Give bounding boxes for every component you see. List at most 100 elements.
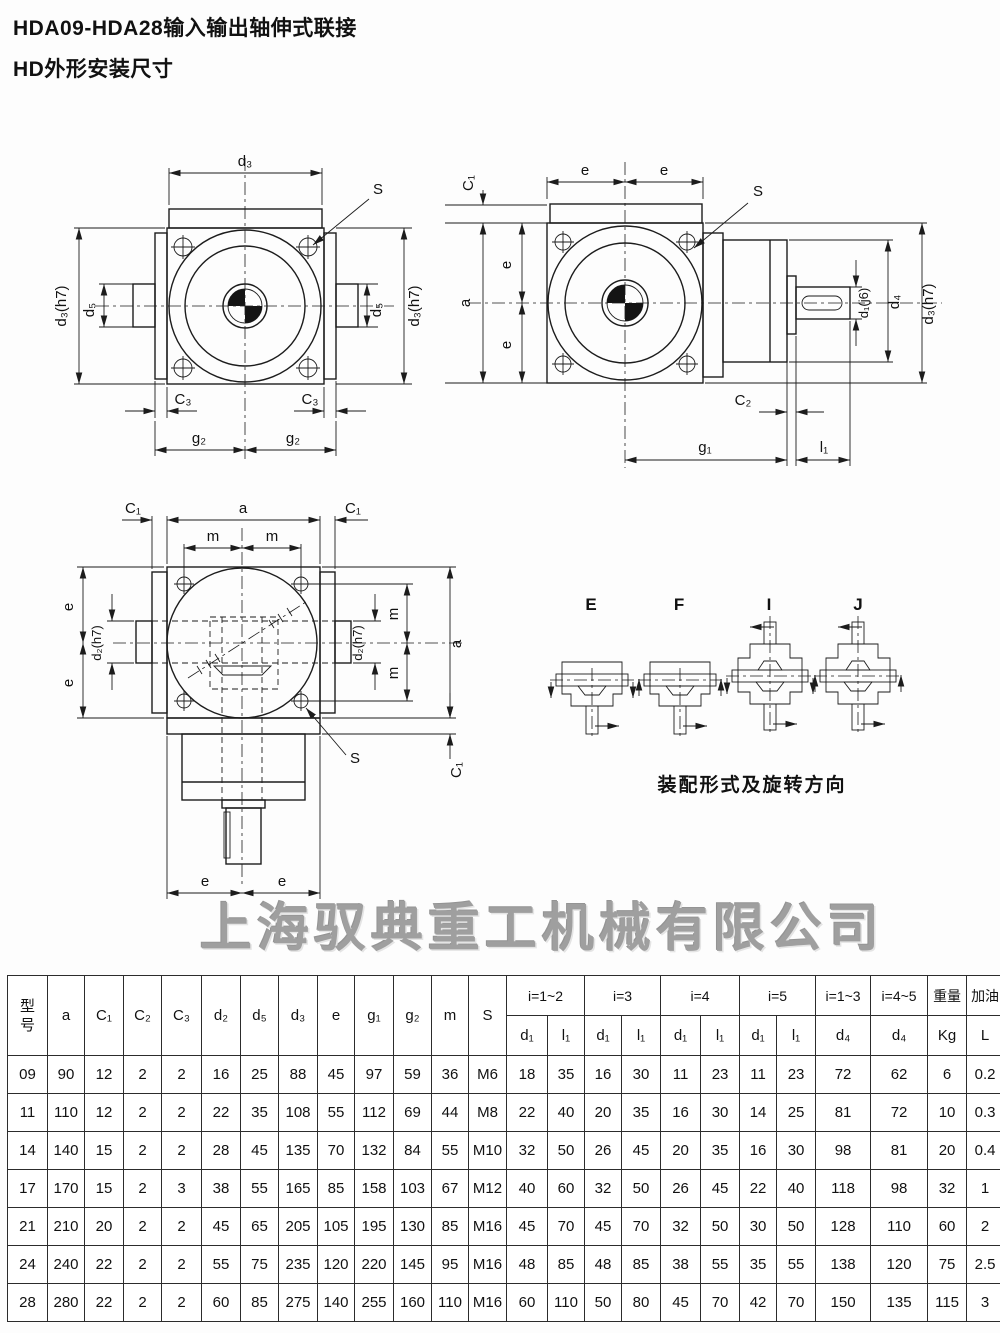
value-cell: 59 bbox=[393, 1055, 432, 1094]
value-cell: 138 bbox=[815, 1245, 872, 1284]
value-cell: 2 bbox=[161, 1131, 202, 1170]
bolt-hole-icon bbox=[552, 231, 698, 375]
value-cell: 16 bbox=[584, 1055, 623, 1094]
value-cell: 112 bbox=[354, 1093, 394, 1132]
value-cell: 48 bbox=[506, 1245, 548, 1284]
value-cell: 88 bbox=[278, 1055, 318, 1094]
value-cell: 50 bbox=[546, 1131, 586, 1170]
value-cell: 20 bbox=[927, 1131, 968, 1170]
sub-header-l1: l₁ bbox=[776, 1015, 817, 1056]
value-cell: 130 bbox=[393, 1207, 432, 1246]
value-cell: 11 bbox=[660, 1055, 702, 1094]
value-cell: 60 bbox=[506, 1283, 548, 1322]
value-cell: 48 bbox=[584, 1245, 623, 1284]
value-cell: 85 bbox=[431, 1207, 469, 1246]
dim-label-c1: C₁ bbox=[345, 500, 361, 517]
sub-header-d1: d₁ bbox=[506, 1015, 548, 1056]
value-cell: 26 bbox=[660, 1169, 702, 1208]
value-cell: 40 bbox=[546, 1093, 586, 1132]
value-cell: 25 bbox=[240, 1055, 279, 1094]
value-cell: 38 bbox=[201, 1169, 241, 1208]
value-cell: 3 bbox=[161, 1169, 202, 1208]
sub-header-kg: Kg bbox=[927, 1015, 968, 1056]
bolt-hole-icon bbox=[174, 574, 311, 711]
dim-label-m: m bbox=[266, 528, 279, 545]
value-cell: 135 bbox=[870, 1283, 929, 1322]
dim-label-l1: l₁ bbox=[820, 439, 828, 456]
value-cell: 2 bbox=[123, 1245, 162, 1284]
dim-label-a: a bbox=[448, 639, 465, 648]
col-header-d3: d₃ bbox=[278, 975, 318, 1056]
dim-label-e: e bbox=[581, 162, 589, 179]
assembly-variant-j: J bbox=[811, 595, 905, 736]
variant-letter: I bbox=[767, 595, 772, 614]
dim-label-d1j6: d₁(j6) bbox=[856, 288, 871, 318]
value-cell: 50 bbox=[621, 1169, 662, 1208]
value-cell: 36 bbox=[431, 1055, 469, 1094]
col-header-g2: g₂ bbox=[393, 975, 432, 1056]
col-header-d2: d₂ bbox=[201, 975, 241, 1056]
value-cell: 280 bbox=[47, 1283, 85, 1322]
value-cell: 90 bbox=[47, 1055, 85, 1094]
dim-label-c3: C₃ bbox=[302, 391, 319, 408]
value-cell: 140 bbox=[47, 1131, 85, 1170]
value-cell: 0.4 bbox=[966, 1131, 1000, 1170]
group-header-i5: i=5 bbox=[739, 975, 817, 1016]
value-cell: 195 bbox=[354, 1207, 394, 1246]
dim-label-c1: C₁ bbox=[125, 500, 141, 517]
dim-label-g2: g₂ bbox=[192, 430, 206, 447]
model-cell: 09 bbox=[7, 1055, 48, 1094]
dim-label-a: a bbox=[457, 298, 474, 307]
value-cell: 55 bbox=[700, 1245, 741, 1284]
value-cell: 32 bbox=[584, 1169, 623, 1208]
variant-letter: E bbox=[585, 595, 596, 614]
dim-label-e: e bbox=[201, 873, 209, 890]
value-cell: 115 bbox=[927, 1283, 968, 1322]
sub-header-d1: d₁ bbox=[739, 1015, 778, 1056]
value-cell: 105 bbox=[317, 1207, 355, 1246]
value-cell: 135 bbox=[278, 1131, 318, 1170]
dim-label-e: e bbox=[278, 873, 286, 890]
value-cell: 22 bbox=[84, 1245, 124, 1284]
value-cell: 45 bbox=[201, 1207, 241, 1246]
value-cell: 69 bbox=[393, 1093, 432, 1132]
group-header-i3: i=3 bbox=[584, 975, 662, 1016]
value-cell: 98 bbox=[870, 1169, 929, 1208]
value-cell: 55 bbox=[776, 1245, 817, 1284]
value-cell: 95 bbox=[431, 1245, 469, 1284]
sub-header-l1: l₁ bbox=[621, 1015, 662, 1056]
value-cell: 220 bbox=[354, 1245, 394, 1284]
value-cell: 235 bbox=[278, 1245, 318, 1284]
value-cell: M12 bbox=[468, 1169, 507, 1208]
value-cell: 45 bbox=[240, 1131, 279, 1170]
value-cell: 240 bbox=[47, 1245, 85, 1284]
dim-label-d3h7: d₃(h7) bbox=[53, 285, 70, 326]
dim-label-e: e bbox=[60, 679, 77, 687]
datum-target-icon bbox=[228, 289, 262, 323]
dim-label-d2h7: d₂(h7) bbox=[89, 625, 104, 660]
dim-label-m: m bbox=[385, 667, 402, 680]
dim-label-a: a bbox=[239, 500, 248, 517]
value-cell: 0.3 bbox=[966, 1093, 1000, 1132]
group-header-weight: 重量 bbox=[927, 975, 968, 1016]
value-cell: 110 bbox=[47, 1093, 85, 1132]
value-cell: 128 bbox=[815, 1207, 872, 1246]
value-cell: 2 bbox=[123, 1055, 162, 1094]
value-cell: 2 bbox=[161, 1245, 202, 1284]
dim-label-e: e bbox=[660, 162, 668, 179]
value-cell: 85 bbox=[317, 1169, 355, 1208]
model-cell: 21 bbox=[7, 1207, 48, 1246]
value-cell: 38 bbox=[660, 1245, 702, 1284]
value-cell: 50 bbox=[584, 1283, 623, 1322]
value-cell: 60 bbox=[201, 1283, 241, 1322]
value-cell: 120 bbox=[870, 1245, 929, 1284]
variant-letter: F bbox=[674, 595, 684, 614]
col-header-e: e bbox=[317, 975, 355, 1056]
value-cell: 255 bbox=[354, 1283, 394, 1322]
value-cell: 150 bbox=[815, 1283, 872, 1322]
dim-label-g1: g₁ bbox=[698, 439, 711, 456]
value-cell: 22 bbox=[201, 1093, 241, 1132]
